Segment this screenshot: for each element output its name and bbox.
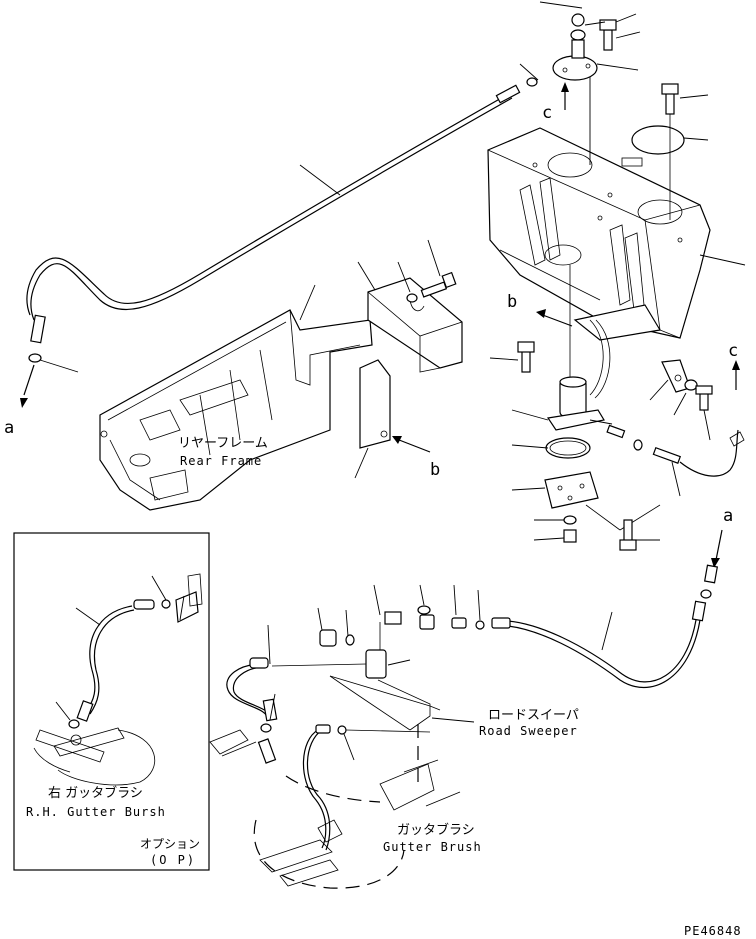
ref-a-left: a bbox=[4, 418, 14, 438]
water-tank bbox=[487, 62, 746, 341]
control-cable-upper bbox=[20, 84, 521, 408]
gutter-brush bbox=[253, 724, 431, 889]
bracket-right bbox=[649, 359, 713, 441]
rh-gutter-jp: 右 ガッタブラシ bbox=[48, 785, 143, 801]
ref-b-upper: b bbox=[507, 292, 517, 312]
gutter-brush-en: Gutter Brush bbox=[383, 840, 482, 854]
road-sweeper-jp: ロードスイーパ bbox=[488, 708, 579, 723]
ref-c-right: c bbox=[728, 341, 738, 361]
drawing-number: PE46848 bbox=[684, 924, 742, 938]
rear-frame bbox=[99, 284, 373, 511]
bolt bbox=[420, 239, 457, 298]
road-sweeper bbox=[329, 675, 461, 811]
mounting-block bbox=[357, 261, 463, 373]
ref-a-right: a bbox=[723, 506, 733, 526]
rear-frame-jp: リヤーフレーム bbox=[178, 436, 268, 451]
pump-fittings bbox=[585, 419, 745, 551]
option-inset-frame bbox=[13, 532, 210, 871]
left-brush-cable bbox=[209, 624, 367, 764]
valve-fittings bbox=[317, 584, 511, 679]
washer bbox=[406, 293, 418, 303]
ref-b-lower: b bbox=[430, 460, 440, 480]
rh-gutter-en: R.H. Gutter Bursh bbox=[26, 805, 166, 819]
rh-gutter-brush bbox=[33, 573, 203, 786]
cable-end-right bbox=[703, 564, 719, 584]
mounting-plate bbox=[354, 359, 391, 479]
tank-cap-assembly bbox=[519, 1, 641, 87]
cover-plate bbox=[631, 83, 709, 220]
option-jp: オプション bbox=[140, 837, 200, 851]
road-sweeper-en: Road Sweeper bbox=[479, 724, 578, 738]
ref-c-upper: c bbox=[542, 103, 552, 123]
rear-frame-en: Rear Frame bbox=[180, 454, 262, 468]
control-cable-lower bbox=[507, 611, 701, 689]
gutter-brush-jp: ガッタブラシ bbox=[397, 822, 475, 838]
pump-assembly bbox=[489, 265, 611, 543]
option-en: (O P) bbox=[150, 853, 196, 867]
